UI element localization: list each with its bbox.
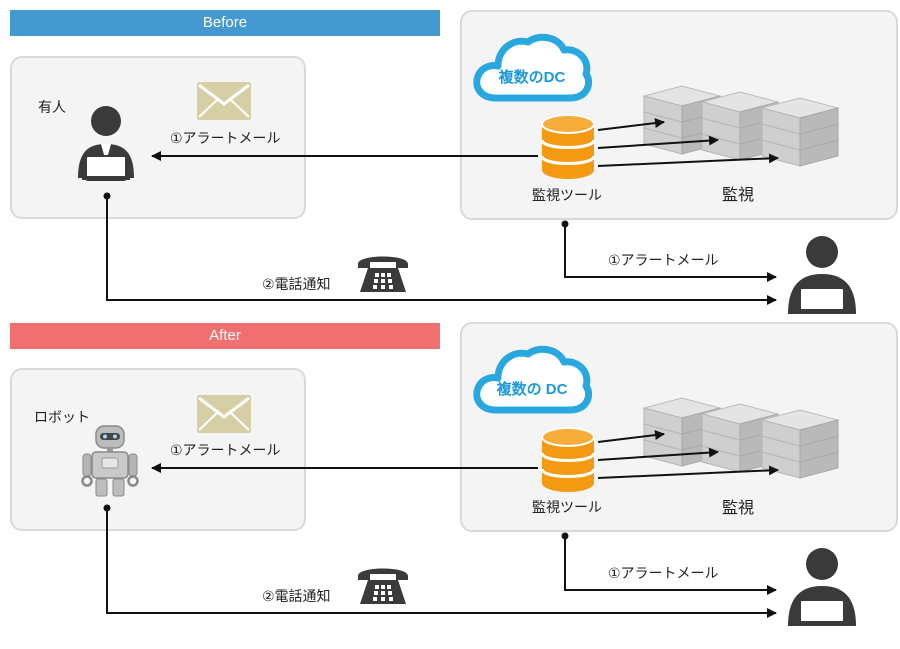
database-icon <box>540 427 596 492</box>
servers-label: 監視 <box>722 185 755 204</box>
tool-to-staff-arrow <box>564 536 777 595</box>
actor-to-staff-arrow <box>106 508 777 618</box>
cloud-icon: 複数のDC <box>473 33 593 102</box>
cloud-icon: 複数の DC <box>473 345 593 414</box>
staff-person-icon <box>788 548 856 626</box>
bottom-mail-label: ①アラートメール <box>608 566 719 582</box>
mail-label: ①アラートメール <box>170 131 281 147</box>
before-arrows <box>103 118 779 305</box>
phone-label: ②電話通知 <box>262 277 331 293</box>
person-with-laptop-icon <box>78 106 134 181</box>
mail-label: ①アラートメール <box>170 443 281 459</box>
actor-label: ロボット <box>34 410 90 426</box>
tool-to-servers-arrow <box>597 430 665 443</box>
tool-label: 監視ツール <box>532 188 602 204</box>
actor-box <box>10 368 306 531</box>
before-banner: Before <box>10 10 440 36</box>
tool-to-servers-arrow <box>597 135 719 149</box>
database-icon <box>540 114 596 179</box>
robot-icon <box>81 425 139 497</box>
bottom-mail-label: ①アラートメール <box>608 253 719 269</box>
cloud-label: 複数のDC <box>498 68 566 86</box>
actor-label: 有人 <box>38 100 66 116</box>
actor-to-staff-arrow <box>106 196 777 305</box>
envelope-icon <box>197 82 251 120</box>
tool-to-servers-arrow <box>597 153 779 167</box>
tool-to-servers-arrow <box>597 447 719 461</box>
cloud-label: 複数の DC <box>496 380 568 398</box>
servers-label: 監視 <box>722 498 755 517</box>
actor-box <box>10 56 306 219</box>
after-banner: After <box>10 323 440 349</box>
tool-to-servers-arrow <box>597 118 665 131</box>
envelope-icon <box>197 395 251 433</box>
tool-to-servers-arrow <box>597 465 779 479</box>
staff-person-icon <box>788 236 856 314</box>
phone-icon <box>358 256 408 292</box>
tool-to-staff-arrow <box>564 224 777 282</box>
tool-label: 監視ツール <box>532 500 602 516</box>
phone-icon <box>358 568 408 604</box>
phone-label: ②電話通知 <box>262 589 331 605</box>
